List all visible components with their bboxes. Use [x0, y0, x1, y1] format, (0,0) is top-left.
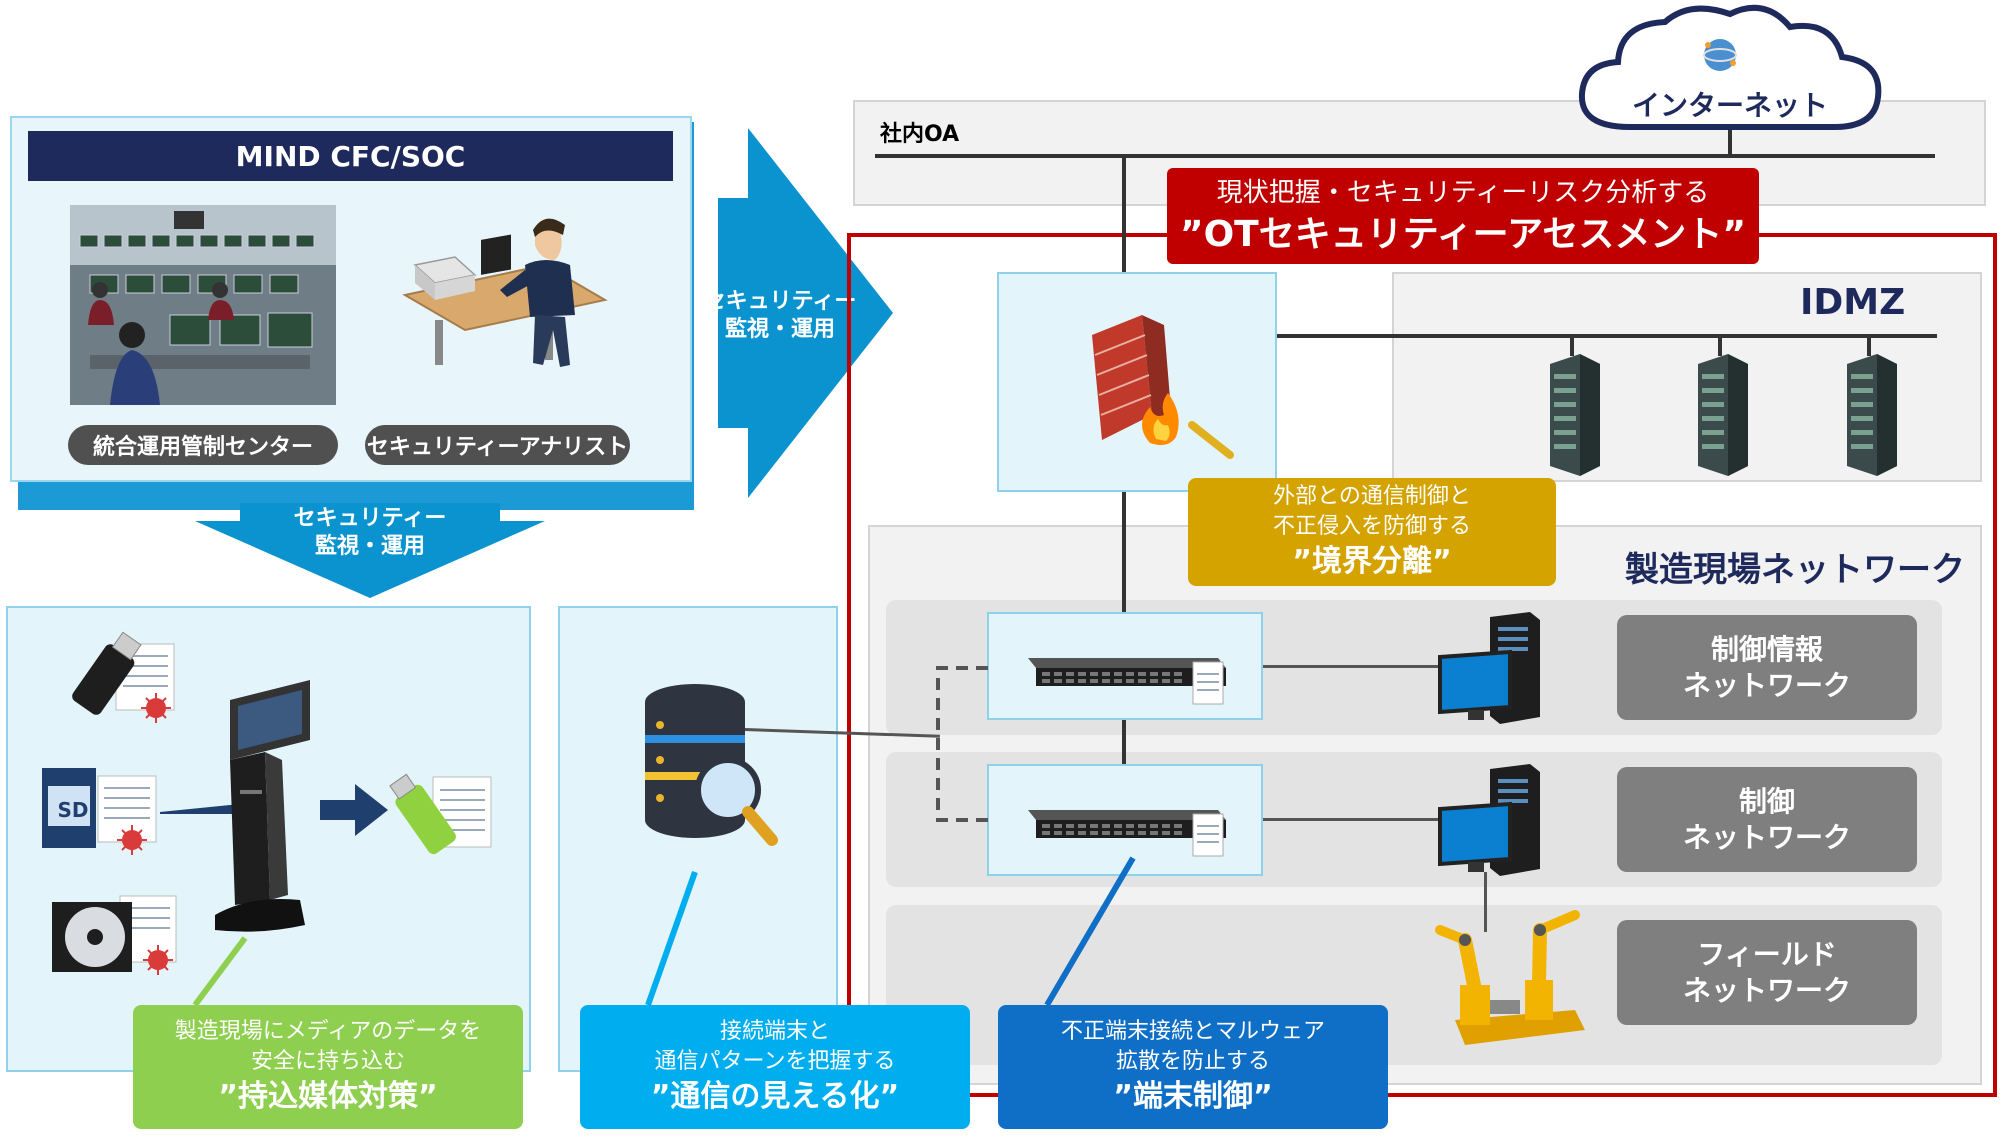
sd-card-label: SD	[57, 798, 89, 822]
factory-network-label: 製造現場ネットワーク	[1625, 550, 1965, 590]
network-switch-icon-lower	[1028, 810, 1226, 857]
sd-card-icon	[42, 768, 157, 855]
assessment-subtitle: 現状把握・セキュリティーリスク分析する	[1216, 178, 1710, 208]
analyst-label-pill: セキュリティーアナリスト	[365, 425, 630, 465]
monitoring-right-line1: セキュリティー	[703, 289, 857, 314]
boundary-callout: 外部との通信制御と 不正侵入を防御する ”境界分離”	[1188, 478, 1556, 586]
robot-arm-icon	[1435, 910, 1585, 1045]
server-icon-2	[1698, 336, 1748, 476]
soc-header: MIND CFC/SOC	[28, 131, 673, 181]
endpoint-callout: 不正端末接続とマルウェア 拡散を防止する ”端末制御”	[998, 1005, 1388, 1129]
switch-interlink-line	[1122, 720, 1126, 764]
monitoring-down-line1: セキュリティー	[293, 506, 447, 531]
safe-usb-icon	[389, 773, 492, 855]
office-backbone-line	[875, 154, 1935, 158]
dvd-icon	[52, 895, 177, 975]
traffic-database-icon	[645, 684, 778, 846]
office-network-label: 社内OA	[880, 122, 960, 147]
center-label-pill: 統合運用管制センター	[68, 425, 338, 465]
globe-icon	[1703, 39, 1737, 71]
idmz-label: IDMZ	[1800, 282, 1906, 323]
server-icon-1	[1550, 336, 1600, 476]
control-network-line2: ネットワーク	[1682, 820, 1851, 854]
pc-to-robot-line	[1484, 872, 1487, 932]
control-info-network-line2: ネットワーク	[1682, 668, 1851, 702]
endpoint-line2: 拡散を防止する	[1115, 1049, 1270, 1074]
field-network-line1: フィールド	[1697, 937, 1837, 971]
terminal-pc-icon-upper	[1438, 612, 1540, 724]
boundary-title: ”境界分離”	[1292, 544, 1452, 579]
mirror-port-dashed-line	[936, 666, 988, 822]
monitoring-right-line2: 監視・運用	[724, 317, 835, 342]
visibility-title: ”通信の見える化”	[650, 1079, 900, 1114]
kiosk-icon	[215, 680, 310, 932]
monitoring-arrow-right-text: セキュリティー 監視・運用	[700, 288, 860, 344]
upper-switch-terminal-line	[1263, 665, 1453, 668]
field-network-line2: ネットワーク	[1682, 973, 1851, 1007]
boundary-line2: 不正侵入を防御する	[1272, 514, 1471, 539]
media-line1: 製造現場にメディアのデータを	[174, 1019, 482, 1044]
monitoring-arrow-down-text: セキュリティー 監視・運用	[270, 505, 470, 561]
visibility-panel	[558, 606, 838, 1072]
assessment-title-box: 現状把握・セキュリティーリスク分析する ”OTセキュリティーアセスメント”	[1167, 168, 1759, 264]
monitoring-arrow-down	[195, 503, 545, 598]
soc-header-text: MIND CFC/SOC	[235, 139, 466, 173]
control-info-network-label: 制御情報 ネットワーク	[1617, 615, 1917, 720]
endpoint-line1: 不正端末接続とマルウェア	[1060, 1019, 1325, 1044]
internet-uplink-line	[1728, 130, 1732, 156]
visibility-line2: 通信パターンを把握する	[654, 1049, 896, 1074]
trunk-line-upper	[1122, 156, 1126, 272]
internet-cloud	[1578, 4, 1882, 131]
center-label: 統合運用管制センター	[92, 435, 313, 460]
boundary-line1: 外部との通信制御と	[1273, 484, 1471, 509]
control-network-label: 制御 ネットワーク	[1617, 767, 1917, 872]
analyst-image	[402, 218, 608, 367]
firewall-icon	[1092, 315, 1234, 459]
control-room-image	[70, 205, 336, 405]
assessment-title: ”OTセキュリティーアセスメント”	[1179, 214, 1747, 255]
internet-label: インターネット	[1631, 89, 1828, 122]
endpoint-title: ”端末制御”	[1113, 1079, 1273, 1114]
media-line2: 安全に持ち込む	[250, 1049, 405, 1074]
monitoring-arrow-right	[718, 128, 893, 498]
terminal-pc-icon-lower	[1438, 764, 1540, 876]
visibility-line1: 接続端末と	[719, 1019, 830, 1044]
idmz-line	[1277, 334, 1937, 338]
media-title: ”持込媒体対策”	[218, 1079, 438, 1114]
monitoring-down-line2: 監視・運用	[314, 534, 425, 559]
field-network-label: フィールド ネットワーク	[1617, 920, 1917, 1025]
media-callout: 製造現場にメディアのデータを 安全に持ち込む ”持込媒体対策”	[133, 1005, 523, 1129]
control-network-line1: 制御	[1738, 784, 1795, 818]
lower-switch-terminal-line	[1263, 818, 1453, 821]
network-switch-icon-upper	[1028, 658, 1226, 705]
usb-stick-icon	[72, 631, 175, 723]
server-icon-3	[1847, 336, 1897, 476]
visibility-callout: 接続端末と 通信パターンを把握する ”通信の見える化”	[580, 1005, 970, 1129]
analyst-label: セキュリティーアナリスト	[366, 435, 629, 460]
control-info-network-line1: 制御情報	[1710, 632, 1823, 666]
